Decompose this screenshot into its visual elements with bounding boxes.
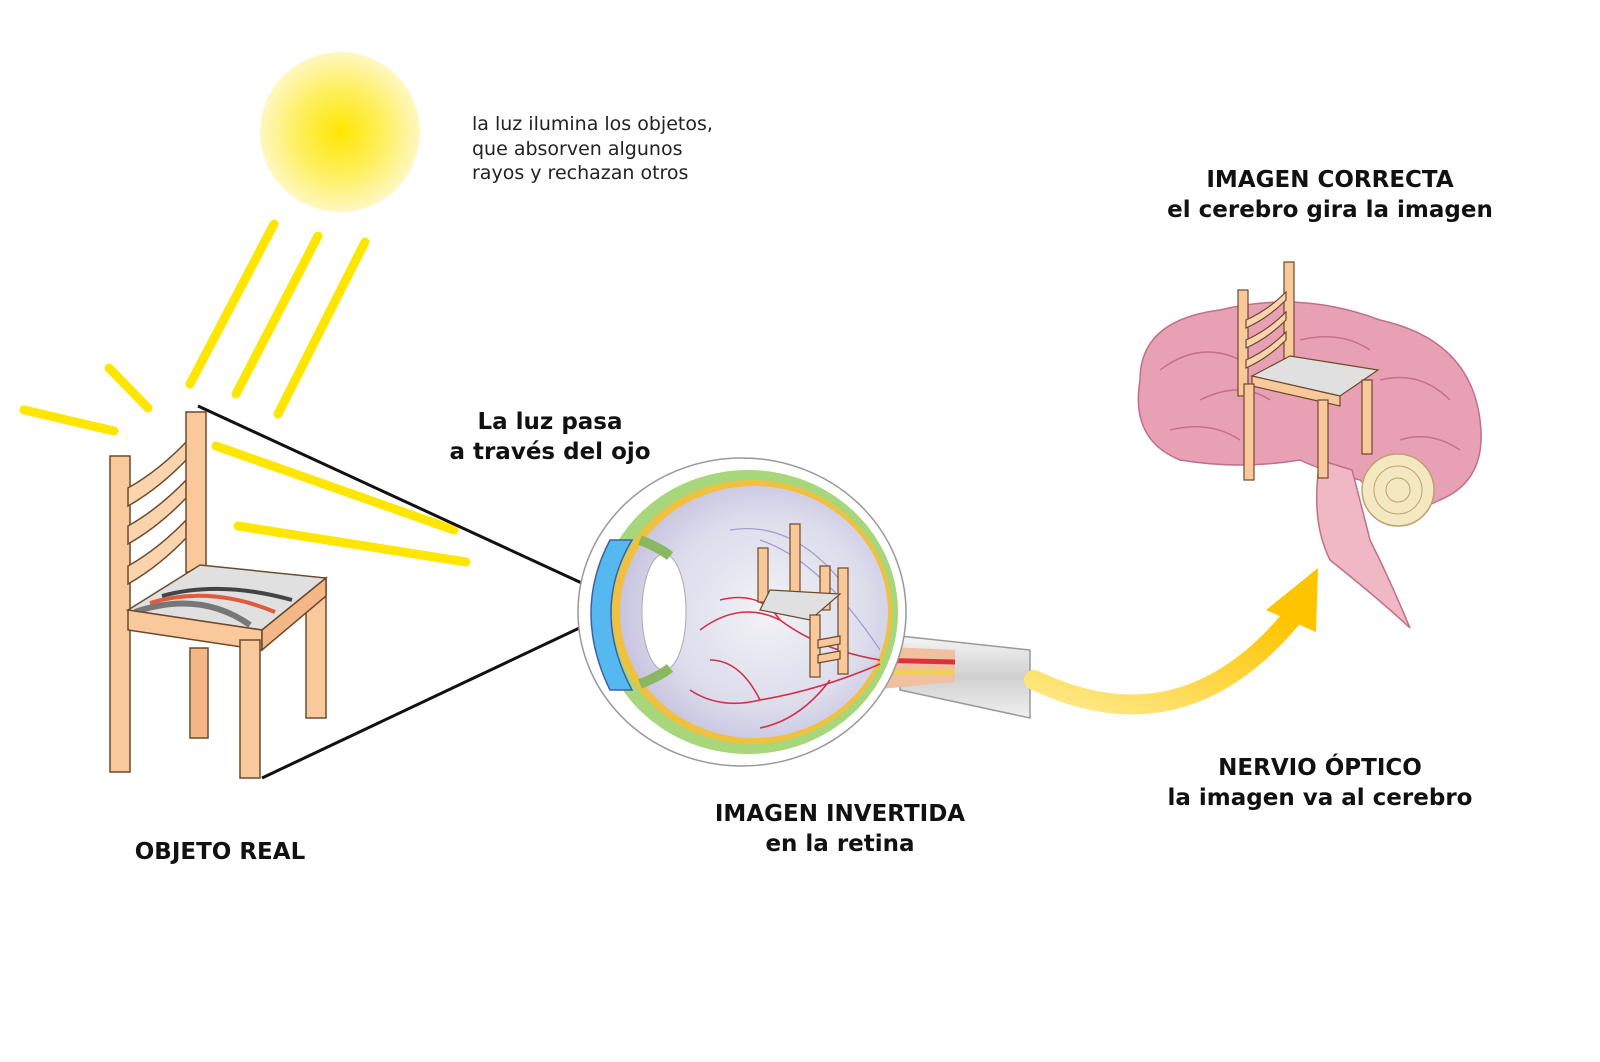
retina-caption: IMAGEN INVERTIDA en la retina bbox=[680, 800, 1000, 860]
real-chair bbox=[109, 411, 328, 779]
brain-caption-title: IMAGEN CORRECTA bbox=[1206, 167, 1454, 193]
nerve-caption-subtitle: la imagen va al cerebro bbox=[1167, 784, 1473, 811]
object-caption: OBJETO REAL bbox=[100, 838, 340, 868]
sun-rays bbox=[185, 219, 370, 419]
object-caption-title: OBJETO REAL bbox=[134, 839, 306, 865]
brain-diagram bbox=[1137, 261, 1482, 629]
sun-caption-line-2: que absorven algunos bbox=[472, 137, 683, 160]
upright-chair bbox=[1237, 261, 1380, 481]
retina-caption-subtitle: en la retina bbox=[765, 830, 915, 857]
retina-caption-title: IMAGEN INVERTIDA bbox=[714, 801, 966, 827]
brain-caption: IMAGEN CORRECTA el cerebro gira la image… bbox=[1140, 166, 1520, 226]
brain-caption-subtitle: el cerebro gira la imagen bbox=[1167, 196, 1493, 223]
nerve-caption-title: NERVIO ÓPTICO bbox=[1218, 755, 1422, 781]
nerve-caption: NERVIO ÓPTICO la imagen va al cerebro bbox=[1140, 754, 1500, 814]
light-caption-line-2: a través del ojo bbox=[449, 438, 651, 465]
sun-caption-line-1: la luz ilumina los objetos, bbox=[472, 113, 713, 135]
light-caption: La luz pasa a través del ojo bbox=[430, 408, 670, 468]
eye-diagram bbox=[577, 457, 1031, 767]
reflected-rays bbox=[19, 363, 471, 567]
inverted-chair bbox=[757, 523, 849, 678]
nerve-arrow bbox=[1024, 568, 1318, 715]
light-caption-line-1: La luz pasa bbox=[477, 409, 623, 435]
sun-caption-line-3: rayos y rechazan otros bbox=[472, 162, 689, 185]
sun-icon bbox=[260, 52, 420, 212]
sun-caption: la luz ilumina los objetos, que absorven… bbox=[472, 112, 713, 186]
